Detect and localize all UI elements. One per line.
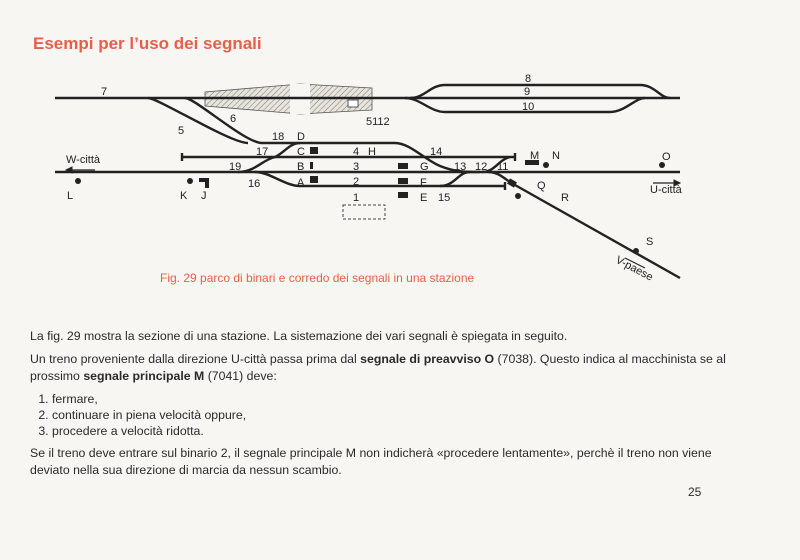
svg-text:4: 4 (353, 146, 359, 158)
list-item: procedere a velocità ridotta. (52, 423, 730, 439)
svg-text:F: F (420, 177, 427, 189)
svg-text:H: H (368, 146, 376, 158)
signal-icon (310, 147, 318, 154)
track-diagram: 7 5 6 8 9 10 5112 18 17 19 16 4 3 2 1 14… (55, 73, 683, 284)
track-labels: 7 5 6 8 9 10 5112 18 17 19 16 4 3 2 1 14… (101, 73, 534, 204)
signal-icon (398, 192, 408, 198)
signal-icon (205, 178, 209, 188)
signal-labels: A B C D E F G H J K L M N O Q R S W-citt… (66, 131, 683, 284)
body-text: La fig. 29 mostra la sezione di una staz… (30, 328, 730, 485)
svg-text:15: 15 (438, 192, 450, 204)
svg-text:9: 9 (524, 86, 530, 98)
svg-text:17: 17 (256, 146, 268, 158)
svg-text:18: 18 (272, 131, 284, 143)
svg-text:N: N (552, 150, 560, 162)
svg-text:1: 1 (353, 192, 359, 204)
paragraph: Un treno proveniente dalla direzione U-c… (30, 351, 730, 385)
figure-caption: Fig. 29 parco di binari e corredo dei se… (160, 271, 475, 285)
svg-text:3: 3 (353, 161, 359, 173)
list-item: continuare in piena velocità oppure, (52, 407, 730, 423)
signal-icon (199, 178, 209, 182)
paragraph: Se il treno deve entrare sul binario 2, … (30, 446, 712, 477)
signal-icon (75, 178, 81, 184)
svg-text:D: D (297, 131, 305, 143)
svg-text:7: 7 (101, 86, 107, 98)
svg-text:G: G (420, 161, 429, 173)
svg-text:K: K (180, 190, 188, 202)
svg-text:V-paese: V-paese (614, 254, 655, 284)
svg-text:2: 2 (353, 176, 359, 188)
svg-text:W-città: W-città (66, 154, 101, 166)
svg-text:A: A (297, 177, 305, 189)
svg-text:U-città: U-città (650, 184, 683, 196)
signal-icon (525, 160, 539, 165)
section-title: Esempi per l’uso dei segnali (33, 34, 262, 53)
svg-text:O: O (662, 151, 671, 163)
svg-text:B: B (297, 161, 304, 173)
svg-text:13: 13 (454, 161, 466, 173)
bold-term: segnale di preavviso O (360, 352, 495, 366)
svg-text:R: R (561, 192, 569, 204)
svg-text:C: C (297, 146, 305, 158)
numbered-list: fermare, continuare in piena velocità op… (30, 391, 730, 439)
signal-icon (398, 163, 408, 169)
svg-text:10: 10 (522, 101, 534, 113)
svg-text:12: 12 (475, 161, 487, 173)
signal-box (342, 204, 386, 220)
svg-text:5112: 5112 (366, 116, 390, 128)
signal-icon (310, 176, 318, 183)
list-item: fermare, (52, 391, 730, 407)
svg-text:16: 16 (248, 178, 260, 190)
svg-text:11: 11 (497, 161, 508, 173)
svg-text:E: E (420, 192, 427, 204)
svg-text:6: 6 (230, 113, 236, 125)
svg-text:8: 8 (525, 73, 531, 85)
direction-arrows (64, 166, 682, 269)
signal-icon (310, 162, 313, 169)
svg-text:Q: Q (537, 180, 546, 192)
svg-text:S: S (646, 236, 653, 248)
svg-text:J: J (201, 190, 207, 202)
signal-icon (398, 178, 408, 184)
text: Un treno proveniente dalla direzione U-c… (30, 352, 361, 366)
text: (7041) deve: (204, 369, 277, 383)
svg-text:19: 19 (229, 161, 241, 173)
page-number: 25 (688, 485, 702, 499)
text: (7038). Questo indica al macchinista se … (30, 352, 726, 383)
bold-term: segnale principale M (83, 369, 205, 383)
svg-text:M: M (530, 150, 539, 162)
paragraph: La fig. 29 mostra la sezione di una staz… (30, 329, 568, 343)
svg-text:L: L (67, 190, 73, 202)
signals (75, 147, 665, 254)
tracks (55, 83, 681, 280)
svg-text:5: 5 (178, 125, 184, 137)
svg-text:14: 14 (430, 146, 442, 158)
